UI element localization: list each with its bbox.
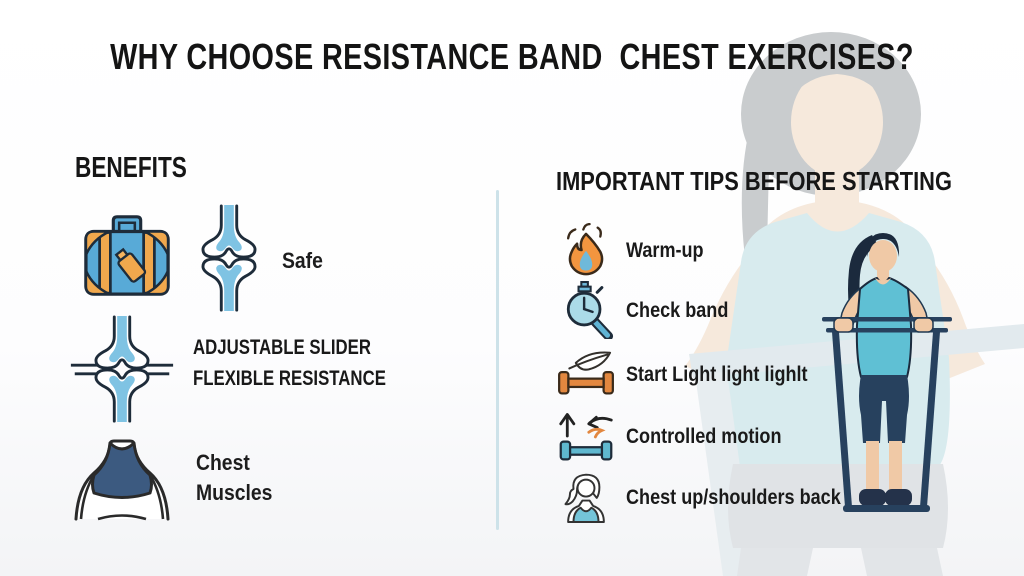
page-title: WHY CHOOSE RESISTANCE BAND CHEST EXERCIS…	[110, 36, 914, 77]
tip-row-check-band: Check band	[556, 281, 986, 339]
tip-label-check-band: Check band	[626, 297, 729, 322]
adjustable-joint-icon	[70, 315, 174, 423]
tip-row-controlled-motion: Controlled motion	[556, 408, 986, 464]
stopwatch-check-icon	[566, 281, 614, 339]
knee-joint-icon	[201, 204, 257, 312]
exercise-woman-illustration	[822, 233, 952, 512]
tip-label-posture: Chest up/shoulders back	[626, 484, 841, 509]
posture-woman-icon	[564, 473, 605, 523]
column-divider	[496, 190, 499, 530]
tip-row-start-light: Start Light light lighlt	[556, 346, 986, 402]
tip-label-start-light: Start Light light lighlt	[626, 361, 808, 386]
adjustable-line1: ADJUSTABLE SLIDER	[193, 336, 371, 359]
benefit-chest-label: Chest Muscles	[196, 448, 283, 508]
suitcase-icon	[84, 215, 170, 296]
light-dumbbell-feather-icon	[558, 351, 614, 395]
benefit-adjustable-label: ADJUSTABLE SLIDER FLEXIBLE RESISTANCE	[193, 332, 434, 394]
chest-line2: Muscles	[196, 480, 273, 505]
controlled-motion-dumbbell-icon	[559, 413, 613, 461]
tip-label-controlled-motion: Controlled motion	[626, 423, 782, 448]
benefit-safe-label: Safe	[282, 248, 323, 273]
flame-icon	[566, 223, 604, 276]
tip-label-warm-up: Warm-up	[626, 237, 704, 262]
adjustable-line2: FLEXIBLE RESISTANCE	[193, 367, 386, 390]
tips-heading: IMPORTANT TIPS BEFORE STARTING	[556, 166, 952, 196]
tip-row-warm-up: Warm-up	[556, 222, 986, 278]
chest-line1: Chest	[196, 450, 250, 475]
tip-row-posture: Chest up/shoulders back	[556, 469, 986, 525]
benefits-heading: BENEFITS	[75, 152, 187, 184]
chest-muscles-icon	[74, 439, 170, 521]
